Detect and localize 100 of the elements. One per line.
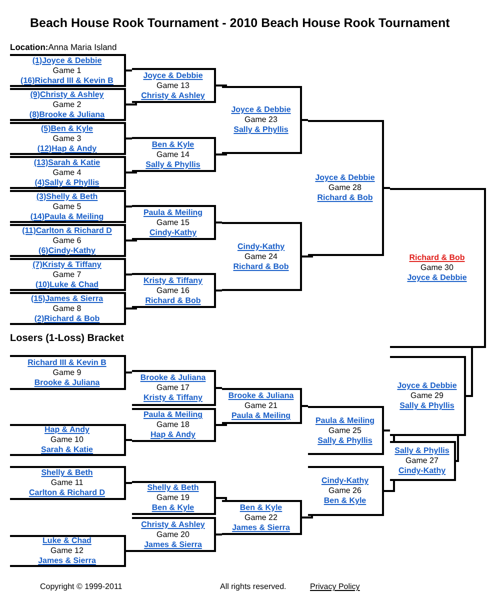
game-number: Game 21 bbox=[244, 401, 278, 411]
team-link: Paula & Meiling bbox=[231, 411, 291, 421]
team-link: Kristy & Tiffany bbox=[144, 393, 202, 403]
team-link: Sally & Phyllis bbox=[146, 160, 200, 170]
bracket-line bbox=[126, 239, 137, 242]
game-number: Game 24 bbox=[244, 252, 278, 262]
team-link: (8)Brooke & Juliana bbox=[29, 110, 105, 120]
match-bracket bbox=[390, 441, 456, 481]
bracket-line bbox=[126, 372, 132, 374]
team-link: Shelly & Beth bbox=[41, 468, 93, 478]
bracket-line bbox=[126, 307, 137, 310]
game-number: Game 18 bbox=[156, 420, 190, 430]
team-link: Hap & Andy bbox=[44, 425, 90, 435]
team-link: Joyce & Debbie bbox=[407, 273, 467, 283]
team-link: Shelly & Beth bbox=[147, 483, 199, 493]
game-number: Game 20 bbox=[156, 530, 190, 540]
match-bracket bbox=[390, 188, 486, 348]
game-number: Game 14 bbox=[156, 150, 190, 160]
team-link: Joyce & Debbie bbox=[397, 381, 457, 391]
bracket-line bbox=[302, 516, 313, 518]
bracket-line bbox=[302, 119, 308, 121]
bracket-line bbox=[216, 497, 227, 500]
game-number: Game 30 bbox=[420, 263, 454, 273]
match-bracket bbox=[132, 481, 216, 515]
team-link: (11)Carlton & Richard D bbox=[22, 226, 112, 236]
match-bracket bbox=[10, 424, 126, 456]
team-link: (16)Richard III & Kevin B bbox=[20, 76, 114, 86]
team-link: Hap & Andy bbox=[150, 430, 196, 440]
team-link: Joyce & Debbie bbox=[143, 70, 203, 80]
match-bracket bbox=[10, 88, 126, 121]
team-link: Ben & Kyle bbox=[324, 496, 366, 506]
team-link: James & Sierra bbox=[38, 556, 96, 566]
team-link: (12)Hap & Andy bbox=[37, 144, 97, 154]
team-link: Ben & Kyle bbox=[152, 503, 194, 513]
game-number: Game 8 bbox=[52, 304, 82, 314]
team-link: (6)Cindy-Kathy bbox=[38, 246, 96, 256]
bracket-line bbox=[126, 550, 132, 552]
game-number: Game 2 bbox=[52, 100, 82, 110]
team-link: Brooke & Juliana bbox=[34, 378, 100, 388]
game-number: Game 23 bbox=[244, 115, 278, 125]
team-link: (7)Kristy & Tiffany bbox=[32, 260, 102, 270]
team-link: Richard & Bob bbox=[145, 296, 201, 306]
bracket-line bbox=[126, 206, 132, 208]
team-link: James & Sierra bbox=[232, 522, 290, 532]
game-number: Game 9 bbox=[52, 368, 82, 378]
game-number: Game 6 bbox=[52, 236, 82, 246]
bracket-line bbox=[456, 436, 459, 462]
team-link: Brooke & Juliana bbox=[140, 373, 206, 383]
match-bracket bbox=[10, 54, 126, 87]
title: Beach House Rook Tournament - 2010 Beach House Rook Tournament bbox=[30, 16, 450, 30]
team-link: Joyce & Debbie bbox=[315, 173, 375, 183]
team-link: Kristy & Tiffany bbox=[144, 276, 202, 286]
team-link: James & Sierra bbox=[144, 540, 202, 550]
match-bracket bbox=[10, 122, 126, 155]
privacy-link: Privacy Policy bbox=[310, 582, 360, 591]
bracket-line bbox=[126, 171, 137, 174]
team-link: Christy & Ashley bbox=[141, 520, 205, 530]
team-link: Sarah & Katie bbox=[40, 445, 94, 455]
bracket-line bbox=[466, 348, 473, 397]
bracket-line bbox=[126, 103, 137, 106]
game-number: Game 19 bbox=[156, 493, 190, 503]
match-bracket bbox=[222, 222, 302, 291]
bracket-line bbox=[126, 70, 132, 72]
bracket-line bbox=[302, 255, 313, 258]
rights-text: All rights reserved. bbox=[220, 582, 286, 591]
match-bracket bbox=[132, 205, 216, 240]
game-number: Game 28 bbox=[328, 183, 362, 193]
match-bracket bbox=[390, 356, 466, 436]
match-bracket bbox=[10, 258, 126, 291]
game-number: Game 22 bbox=[244, 512, 278, 522]
game-number: Game 5 bbox=[52, 202, 82, 212]
bracket-line bbox=[384, 187, 390, 189]
team-link: Richard & Bob bbox=[409, 253, 465, 263]
game-number: Game 15 bbox=[156, 218, 190, 228]
game-number: Game 12 bbox=[50, 546, 84, 556]
match-bracket bbox=[132, 68, 216, 103]
team-link: Luke & Chad bbox=[42, 536, 92, 546]
bracket-line bbox=[302, 405, 308, 407]
team-link: Carlton & Richard D bbox=[28, 488, 105, 498]
bracket-line bbox=[126, 439, 132, 441]
match-bracket bbox=[132, 137, 216, 172]
team-link: Cindy-Kathy bbox=[398, 466, 446, 476]
location-text: Location:Anna Maria Island bbox=[10, 42, 117, 52]
team-link: (2)Richard & Bob bbox=[34, 314, 100, 324]
match-bracket bbox=[10, 190, 126, 223]
team-link: Christy & Ashley bbox=[141, 90, 205, 100]
match-bracket bbox=[10, 466, 126, 500]
team-link: Brooke & Juliana bbox=[228, 391, 294, 401]
match-bracket bbox=[10, 224, 126, 257]
team-link: Richard & Bob bbox=[233, 262, 289, 272]
game-number: Game 26 bbox=[328, 486, 362, 496]
team-link: (1)Joyce & Debbie bbox=[32, 56, 102, 66]
game-number: Game 25 bbox=[328, 426, 362, 436]
match-bracket bbox=[222, 500, 302, 535]
match-bracket bbox=[132, 370, 216, 406]
game-number: Game 1 bbox=[52, 66, 82, 76]
game-number: Game 4 bbox=[52, 168, 82, 178]
game-number: Game 13 bbox=[156, 80, 190, 90]
team-link: Paula & Meiling bbox=[143, 208, 203, 218]
team-link: Paula & Meiling bbox=[315, 416, 375, 426]
